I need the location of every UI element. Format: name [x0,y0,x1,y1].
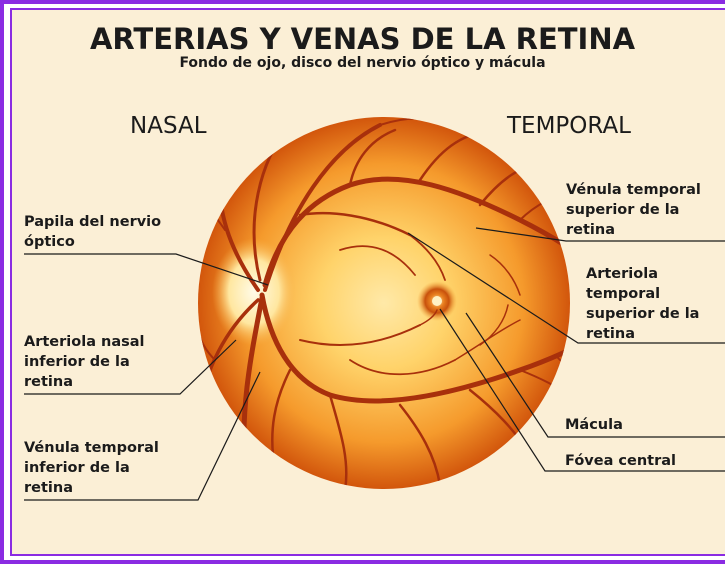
label-papila-nervio-optico: Papila del nervio óptico [24,212,161,252]
label-venula-temporal-inferior: Vénula temporal inferior de la retina [24,438,159,498]
label-venula-temporal-superior: Vénula temporal superior de la retina [566,180,701,240]
label-arteriola-nasal-inferior: Arteriola nasal inferior de la retina [24,332,145,392]
fovea [432,296,442,306]
label-arteriola-temporal-superior: Arteriola temporal superior de la retina [586,264,699,344]
label-macula: Mácula [565,415,623,435]
label-fovea-central: Fóvea central [565,451,676,471]
